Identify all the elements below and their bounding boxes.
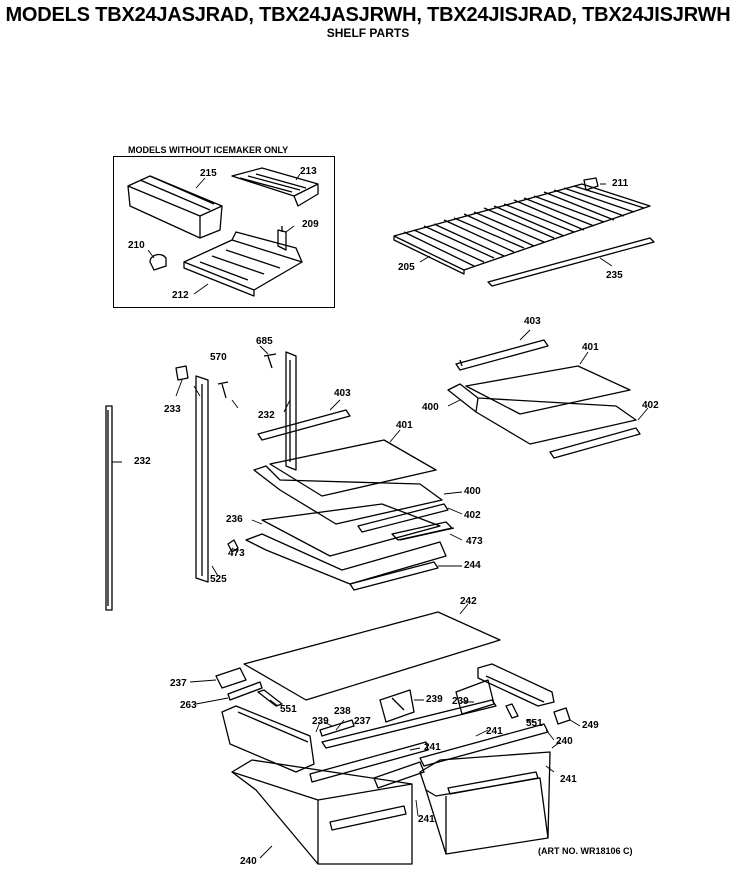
bar-241-center xyxy=(309,741,429,783)
ice-bin-215 xyxy=(127,175,223,239)
label-242: 242 xyxy=(460,596,477,607)
drawer-240-right xyxy=(419,751,551,855)
label-570: 570 xyxy=(210,352,227,363)
label-215: 215 xyxy=(200,168,217,179)
label-205: 205 xyxy=(398,262,415,273)
glass-401-middle xyxy=(269,439,437,497)
label-212: 212 xyxy=(172,290,189,301)
label-685: 685 xyxy=(256,336,273,347)
label-244: 244 xyxy=(464,560,481,571)
label-400-right: 400 xyxy=(422,402,439,413)
screw-570 xyxy=(217,381,229,399)
rail-232-long xyxy=(195,375,209,583)
label-233: 233 xyxy=(164,404,181,415)
label-239-center: 239 xyxy=(426,694,443,705)
label-235: 235 xyxy=(606,270,623,281)
label-209: 209 xyxy=(302,219,319,230)
cover-frame-left xyxy=(221,705,315,773)
glass-242 xyxy=(243,611,501,701)
glass-401-right xyxy=(465,365,631,415)
label-241-right-center: 241 xyxy=(486,726,503,737)
ice-tray-213 xyxy=(231,167,319,207)
bracket-237-left xyxy=(215,667,247,689)
support-551-left xyxy=(257,689,283,707)
rail-232-center xyxy=(285,351,297,471)
label-240-left: 240 xyxy=(240,856,257,867)
clip-249 xyxy=(553,707,571,725)
label-237-left: 237 xyxy=(170,678,187,689)
label-473-left: 473 xyxy=(228,548,245,559)
label-237-right: 237 xyxy=(354,716,371,727)
screw-685 xyxy=(263,353,277,369)
page-title: MODELS TBX24JASJRAD, TBX24JASJRWH, TBX24… xyxy=(5,4,731,26)
support-551-right xyxy=(505,703,519,719)
trim-402-middle xyxy=(357,503,449,533)
label-232-center: 232 xyxy=(258,410,275,421)
bracket-233 xyxy=(175,365,189,381)
inset-frame xyxy=(113,156,335,308)
label-232-left: 232 xyxy=(134,456,151,467)
label-241-center: 241 xyxy=(424,742,441,753)
vent-241 xyxy=(373,761,425,789)
label-402-middle: 402 xyxy=(464,510,481,521)
label-551-right: 551 xyxy=(526,718,543,729)
label-213: 213 xyxy=(300,166,317,177)
label-236: 236 xyxy=(226,514,243,525)
label-239-left: 239 xyxy=(312,716,329,727)
trim-235 xyxy=(487,237,655,287)
label-211: 211 xyxy=(612,178,629,189)
clip-473 xyxy=(227,539,239,553)
trim-403-right xyxy=(455,339,549,371)
label-239-right: 239 xyxy=(452,696,469,707)
label-263: 263 xyxy=(180,700,197,711)
trim-403-middle xyxy=(257,409,351,441)
label-403-middle: 403 xyxy=(334,388,351,399)
label-401-middle: 401 xyxy=(396,420,413,431)
support-239-center xyxy=(379,689,415,723)
label-525: 525 xyxy=(210,574,227,585)
page-subtitle: SHELF PARTS xyxy=(326,26,410,40)
label-473-right: 473 xyxy=(466,536,483,547)
bracket-209 xyxy=(277,226,287,251)
label-400-middle: 400 xyxy=(464,486,481,497)
tray-support-212 xyxy=(183,231,303,297)
inset-title: MODELS WITHOUT ICEMAKER ONLY xyxy=(128,145,289,155)
frame-400-right xyxy=(447,383,637,445)
label-249: 249 xyxy=(582,720,599,731)
trim-244 xyxy=(349,561,439,591)
art-number: (ART NO. WR18106 C) xyxy=(538,846,633,856)
label-401-right: 401 xyxy=(582,342,599,353)
wire-shelf-205 xyxy=(393,183,651,275)
label-403-right: 403 xyxy=(524,316,541,327)
bar-263 xyxy=(227,681,263,701)
knob-210 xyxy=(149,253,167,271)
label-210: 210 xyxy=(128,240,145,251)
long-trim-237 xyxy=(321,699,497,749)
drawer-240-left xyxy=(231,759,413,865)
rail-assembly-right xyxy=(477,663,555,707)
rail-232-left xyxy=(105,405,113,611)
frame-400-middle xyxy=(253,465,443,525)
label-238: 238 xyxy=(334,706,351,717)
label-241-bottom: 241 xyxy=(418,814,435,825)
clip-211 xyxy=(583,177,599,191)
label-240-right: 240 xyxy=(556,736,573,747)
label-402-right: 402 xyxy=(642,400,659,411)
trim-402-right xyxy=(549,427,641,459)
label-551-left: 551 xyxy=(280,704,297,715)
label-241-far-right: 241 xyxy=(560,774,577,785)
slide-shelf-236 xyxy=(245,503,455,585)
